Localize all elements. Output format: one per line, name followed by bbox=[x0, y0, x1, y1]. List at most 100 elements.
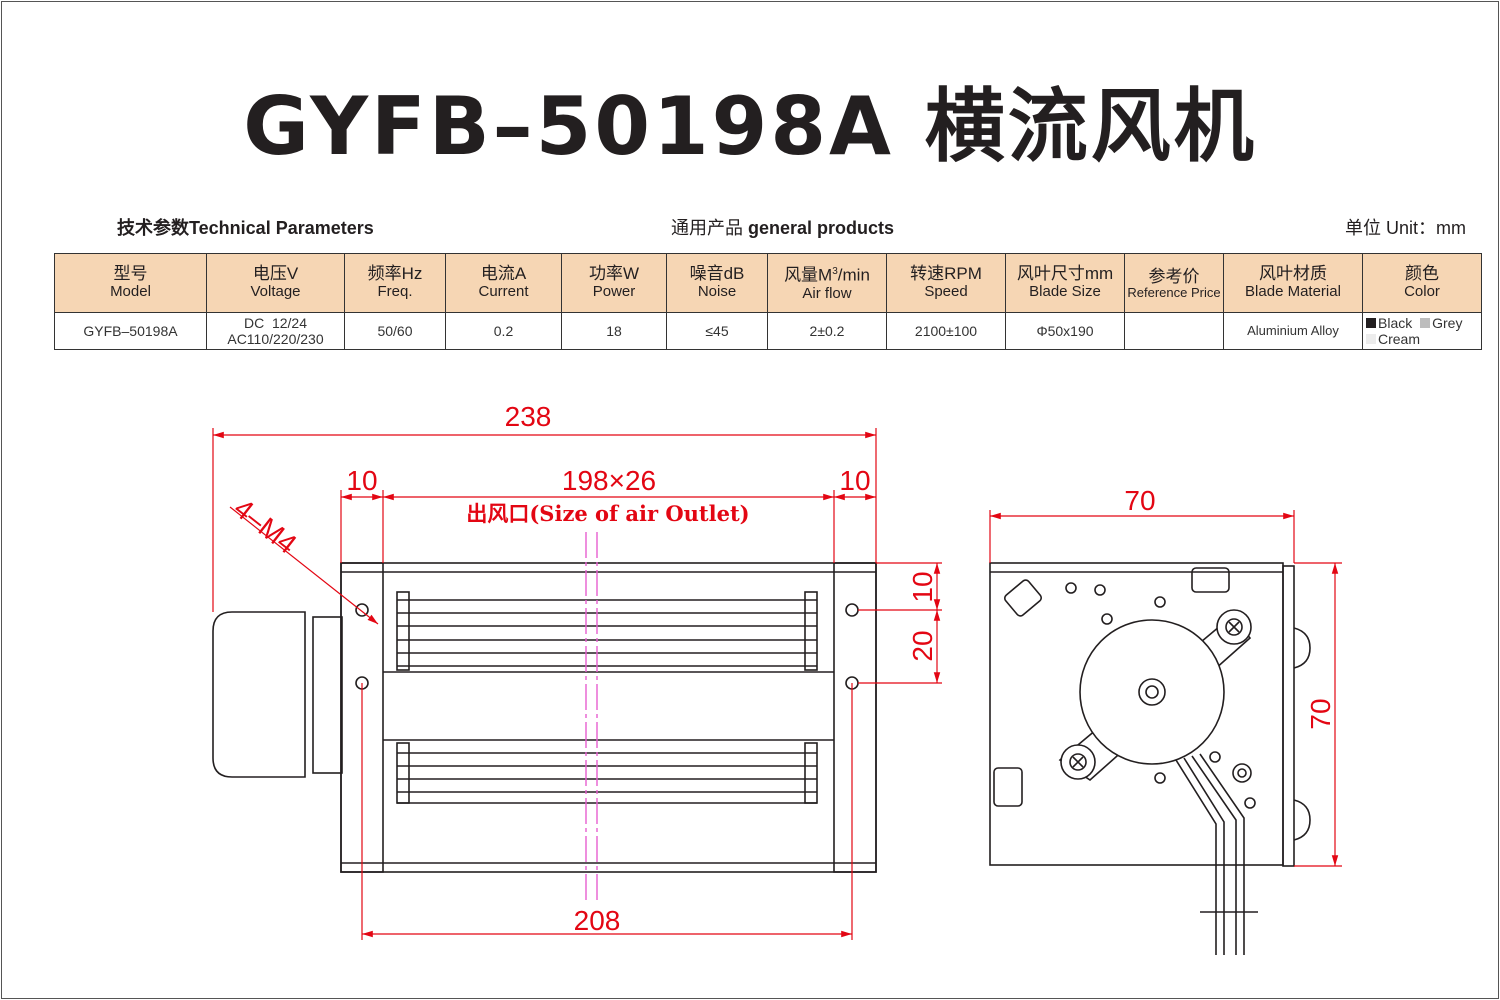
header-cn: 型号 bbox=[113, 264, 148, 283]
color-name-black: Black bbox=[1378, 315, 1413, 331]
header-cn: 风量M bbox=[784, 265, 833, 285]
cell-airflow: 2±0.2 bbox=[767, 312, 887, 350]
general-heading-en: general products bbox=[748, 218, 895, 238]
mount-screw-bottom-inner bbox=[1069, 753, 1087, 771]
mount-screw-bottom-cross bbox=[1072, 756, 1084, 768]
outlet-label: 出风口(Size of air Outlet) bbox=[466, 501, 749, 526]
screw-hole bbox=[1232, 763, 1252, 783]
color-line-2: Cream bbox=[1366, 331, 1481, 347]
color-name-grey: Grey bbox=[1432, 315, 1463, 331]
screw-hole-inner bbox=[1237, 768, 1247, 778]
hole-label: 4–M4 bbox=[228, 492, 302, 560]
mount-screw-top-inner bbox=[1225, 618, 1243, 636]
dim-top-hole: 10 bbox=[907, 571, 938, 602]
header-en: Color bbox=[1404, 283, 1440, 300]
unit-label: 单位 Unit：mm bbox=[1345, 214, 1466, 240]
dim-side-height: 70 bbox=[1305, 698, 1336, 729]
cell-blade-material: Aluminium Alloy bbox=[1223, 312, 1363, 350]
small-hole bbox=[1154, 596, 1166, 608]
technical-parameters-heading: 技术参数Technical Parameters bbox=[117, 214, 374, 240]
header-en: Blade Material bbox=[1245, 283, 1341, 300]
small-hole bbox=[1101, 613, 1113, 625]
side-dimensions bbox=[989, 510, 1342, 867]
header-en: Reference Price bbox=[1127, 284, 1221, 300]
mount-screw-top-cross bbox=[1228, 621, 1240, 633]
header-cn: 电流A bbox=[480, 264, 527, 283]
side-bump-lower bbox=[1293, 799, 1311, 841]
grey-swatch bbox=[1420, 318, 1431, 328]
small-hole bbox=[1244, 797, 1256, 809]
header-cn: 电压V bbox=[252, 264, 299, 283]
mount-hole-top-left bbox=[355, 603, 369, 617]
header-cn: 参考价 bbox=[1148, 266, 1200, 286]
side-view bbox=[989, 562, 1311, 955]
cell-freq: 50/60 bbox=[344, 312, 446, 350]
fan-housing bbox=[340, 562, 877, 873]
header-en: Model bbox=[110, 283, 151, 300]
dim-total-length: 238 bbox=[505, 401, 552, 432]
tech-heading-cn: 技术参数 bbox=[117, 218, 189, 238]
header-cn: 风叶材质 bbox=[1259, 264, 1327, 283]
header-cn: 功率W bbox=[588, 264, 640, 283]
small-hole bbox=[1094, 584, 1106, 596]
cell-model: GYFB–50198A bbox=[54, 312, 207, 350]
header-cn: 转速RPM bbox=[910, 264, 982, 283]
small-hole bbox=[1154, 772, 1166, 784]
general-heading-cn: 通用产品 bbox=[671, 218, 743, 238]
header-cn: 颜色 bbox=[1405, 264, 1439, 283]
side-tab-top bbox=[1191, 567, 1230, 593]
header-en: Voltage bbox=[250, 283, 301, 300]
cell-price bbox=[1124, 312, 1224, 350]
black-swatch bbox=[1366, 318, 1376, 328]
upper-impeller bbox=[396, 591, 818, 671]
header-en: Air flow bbox=[802, 284, 852, 302]
header-en: Freq. bbox=[377, 283, 413, 300]
motor-flange bbox=[312, 616, 343, 774]
header-en: Power bbox=[592, 283, 636, 300]
voltage-ac: AC110/220/230 bbox=[227, 331, 324, 347]
dim-hole-spacing: 20 bbox=[907, 630, 938, 661]
header-sup: 3 bbox=[832, 266, 838, 278]
dim-outlet-size: 198×26 bbox=[562, 465, 656, 496]
side-bump-upper bbox=[1293, 627, 1311, 669]
unit-en: Unit：mm bbox=[1386, 218, 1467, 238]
motor-disc bbox=[1079, 619, 1225, 765]
dim-side-width: 70 bbox=[1124, 485, 1155, 516]
dim-left-margin: 10 bbox=[346, 465, 377, 496]
right-bracket bbox=[833, 562, 877, 873]
cell-noise: ≤45 bbox=[666, 312, 768, 350]
color-line-1: Black Grey bbox=[1366, 315, 1481, 331]
header-cn-tail: /min bbox=[837, 265, 870, 285]
motor-shaft bbox=[1145, 685, 1159, 699]
color-name-cream: Cream bbox=[1378, 331, 1421, 347]
dim-hole-pitch: 208 bbox=[574, 905, 621, 936]
center-line bbox=[585, 532, 598, 900]
dim-right-margin: 10 bbox=[839, 465, 870, 496]
header-en: Noise bbox=[697, 283, 737, 300]
header-cn: 风叶尺寸mm bbox=[1016, 264, 1114, 283]
mount-hole-top-right bbox=[845, 603, 859, 617]
side-latch bbox=[1003, 579, 1043, 617]
small-hole bbox=[1065, 582, 1077, 594]
header-cn: 噪音dB bbox=[689, 264, 745, 283]
cell-blade-size: Φ50x190 bbox=[1005, 312, 1125, 350]
general-products-heading: 通用产品 general products bbox=[671, 214, 894, 240]
cell-speed: 2100±100 bbox=[886, 312, 1006, 350]
front-view bbox=[212, 562, 877, 873]
tech-heading-en: Technical Parameters bbox=[189, 218, 374, 238]
page-title: GYFB–50198A 横流风机 bbox=[243, 80, 1257, 173]
motor-shaft-ring bbox=[1138, 678, 1166, 706]
motor-body bbox=[212, 611, 306, 778]
header-cn: 频率Hz bbox=[367, 264, 423, 283]
